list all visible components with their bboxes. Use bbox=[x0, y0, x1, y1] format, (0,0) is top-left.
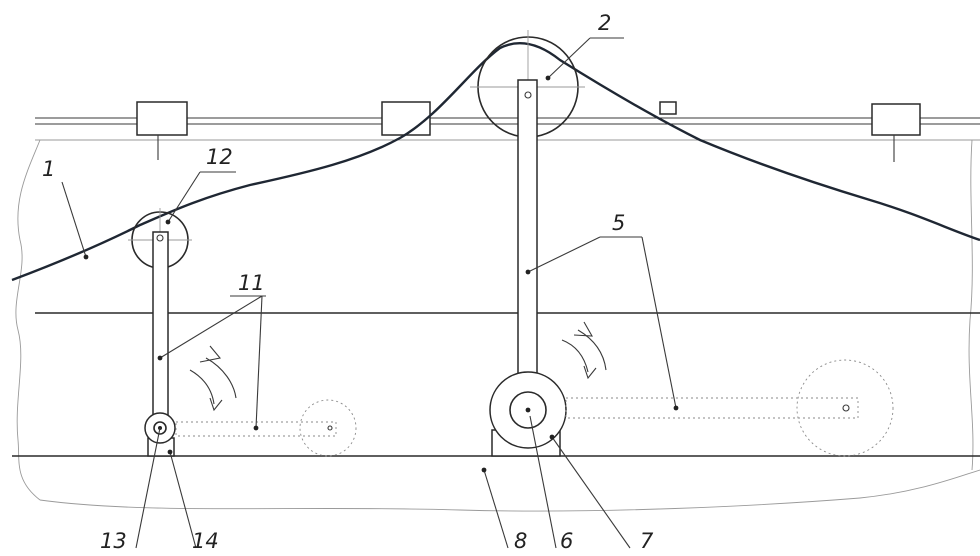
rotation-arrows-right bbox=[561, 321, 607, 380]
bottom-break-line bbox=[39, 469, 980, 512]
label-1: 1 bbox=[42, 157, 55, 181]
right-break-line bbox=[968, 139, 974, 471]
drive-arm bbox=[565, 359, 894, 457]
rail-carriage-right bbox=[871, 103, 921, 162]
label-7: 7 bbox=[640, 529, 654, 553]
left-arm bbox=[175, 399, 357, 457]
label-13: 13 bbox=[100, 529, 127, 553]
label-8: 8 bbox=[514, 529, 527, 553]
drive-unit bbox=[489, 371, 567, 457]
label-2: 2 bbox=[598, 11, 611, 35]
label-11: 11 bbox=[238, 271, 265, 295]
left-break-line bbox=[15, 139, 41, 501]
rail-carriage-hidden bbox=[659, 101, 677, 115]
lever-11 bbox=[152, 231, 169, 433]
label-14: 14 bbox=[192, 529, 219, 553]
rotation-arrows-left bbox=[189, 345, 237, 412]
flexible-element-1 bbox=[11, 41, 980, 282]
rail-carriage-middle bbox=[381, 101, 431, 136]
label-12: 12 bbox=[206, 145, 233, 169]
label-5: 5 bbox=[612, 211, 625, 235]
small-drive-unit bbox=[144, 412, 176, 457]
rail-carriage-left bbox=[136, 101, 188, 160]
lever-5 bbox=[517, 79, 538, 411]
upper-rail bbox=[35, 117, 980, 141]
label-6: 6 bbox=[560, 529, 573, 553]
leader-lines bbox=[61, 37, 679, 549]
